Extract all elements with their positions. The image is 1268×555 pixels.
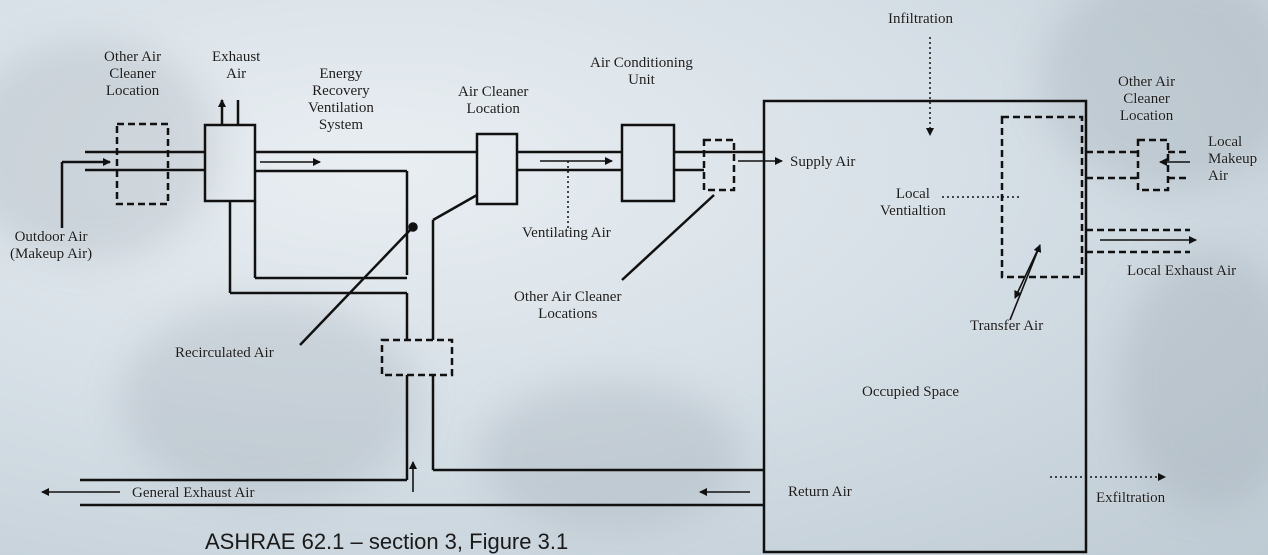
label-other-air-cleaner-locations: Other Air Cleaner Locations — [514, 289, 621, 323]
label-air-conditioning-unit: Air Conditioning Unit — [590, 55, 693, 89]
label-air-cleaner-location: Air Cleaner Location — [458, 84, 528, 118]
erv-box — [205, 125, 255, 201]
cleaner-box-left — [117, 124, 168, 204]
label-occupied-space: Occupied Space — [862, 384, 959, 401]
label-outdoor-air: Outdoor Air (Makeup Air) — [10, 229, 92, 263]
label-local-exhaust-air: Local Exhaust Air — [1127, 263, 1236, 280]
label-infiltration: Infiltration — [888, 11, 953, 28]
label-energy-recovery: Energy Recovery Ventilation System — [308, 66, 374, 134]
label-other-air-cleaner-left: Other Air Cleaner Location — [104, 49, 161, 100]
air-cleaner-box — [477, 134, 517, 204]
cleaner-box-right — [1138, 140, 1168, 190]
label-local-ventilation: Local Ventialtion — [880, 186, 946, 220]
label-supply-air: Supply Air — [790, 154, 855, 171]
cleaner-box-supply — [704, 140, 734, 190]
label-return-air: Return Air — [788, 484, 852, 501]
label-general-exhaust-air: General Exhaust Air — [132, 485, 254, 502]
label-transfer-air: Transfer Air — [970, 318, 1043, 335]
ac-unit-box — [622, 125, 674, 201]
label-local-makeup-air: Local Makeup Air — [1208, 134, 1257, 185]
figure-caption: ASHRAE 62.1 – section 3, Figure 3.1 — [205, 529, 568, 555]
label-ventilating-air: Ventilating Air — [522, 225, 611, 242]
cleaner-box-recirc — [382, 340, 452, 375]
label-exhaust-air: Exhaust Air — [212, 49, 260, 83]
label-other-air-cleaner-right: Other Air Cleaner Location — [1118, 74, 1175, 125]
label-exfiltration: Exfiltration — [1096, 490, 1165, 507]
label-recirculated-air: Recirculated Air — [175, 345, 274, 362]
